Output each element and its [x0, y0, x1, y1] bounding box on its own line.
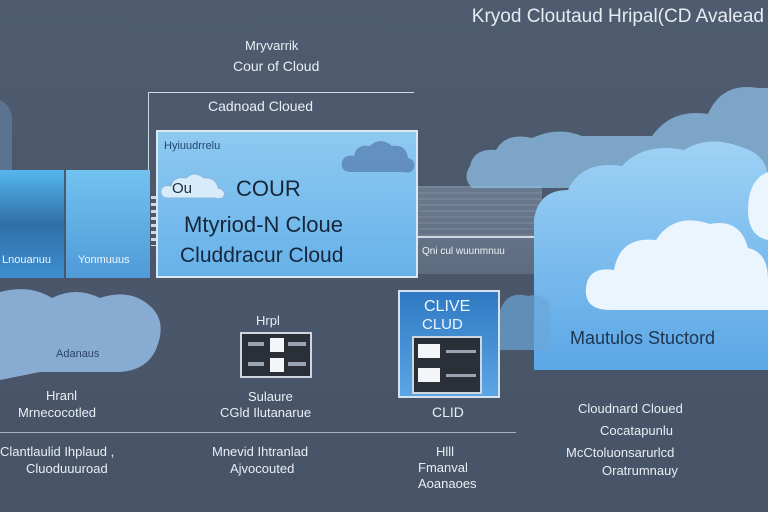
bottom-right-line2: Fmanval [418, 460, 468, 475]
right-text-line1: Cloudnard Cloued [578, 401, 683, 416]
top-center-line2: Cour of Cloud [233, 58, 320, 74]
top-center-line1: Mryvarrik [245, 38, 299, 53]
left-sky-panel-1 [0, 170, 64, 278]
main-panel-cloud-icon [341, 141, 415, 173]
main-panel: Hyiuudrrelu Ou COUR Mtyriod-N Cloue Clud… [156, 130, 418, 278]
bottom-right-line3: Aoanaoes [418, 476, 477, 491]
bottom-left-line1: Clantlaulid Ihplaud , [0, 444, 115, 459]
left-cloud-label: Adanaus [56, 348, 100, 360]
right-text-line4: Oratrumnauy [602, 463, 678, 478]
right-strip-label: Qni cul wuunmnuu [422, 246, 505, 257]
left-sky-label-1: Lnouanuu [2, 254, 51, 266]
bottom-right-line1: Hlll [436, 444, 455, 459]
center-server-line2: CGld Ilutanarue [220, 405, 312, 420]
center-server-line1: Sulaure [248, 389, 293, 404]
left-sky-panel-2 [66, 170, 150, 278]
center-server-title: Hrpl [256, 313, 280, 328]
right-server-icon [412, 336, 482, 394]
big-cloud-label: Mautulos Stuctord [570, 328, 716, 348]
side-indicator [151, 196, 156, 246]
right-server-caption: CLID [432, 404, 464, 420]
main-panel-small-cloud [160, 173, 225, 200]
right-server-title2: CLUD [422, 316, 463, 333]
main-panel-cloud-label: Ou [172, 180, 193, 197]
bottom-center-line1: Mnevid Ihtranlad [212, 444, 309, 459]
center-server-icon [240, 332, 312, 378]
left-cloud-line1: Hranl [46, 388, 78, 403]
connector-cloud [500, 294, 550, 350]
left-cloud-line2: Mrnecocotled [18, 405, 97, 420]
right-server-title1: CLIVE [424, 298, 471, 315]
right-strip-stripes [418, 186, 542, 236]
bottom-center-line2: Ajvocouted [230, 461, 295, 476]
right-text-line2: Cocatapunlu [600, 423, 673, 438]
frame-top-line [148, 92, 414, 93]
big-cloud-panel [534, 141, 768, 370]
right-strip-divider [418, 236, 542, 238]
right-strip-panel: Qni cul wuunmnuu [418, 186, 542, 274]
frame-label: Cadnoad Cloued [208, 98, 314, 114]
main-panel-caption: Hyiuudrrelu [164, 140, 221, 152]
right-text-line3: McCtoluonsarurlcd [566, 445, 675, 460]
left-cloud-shape [0, 289, 161, 380]
page-title: Kryod Cloutaud Hripal(CD Avalead [471, 6, 764, 27]
main-panel-heading1: COUR [236, 176, 301, 201]
main-panel-heading3: Cluddracur Cloud [180, 244, 344, 267]
bottom-left-line2: Cluoduuuroad [26, 461, 108, 476]
bottom-divider-line [0, 432, 516, 433]
main-panel-heading2: Mtyriod-N Cloue [184, 212, 343, 237]
left-sky-label-2: Yonmuuus [78, 254, 130, 266]
right-server-panel: CLIVE CLUD [398, 290, 500, 398]
